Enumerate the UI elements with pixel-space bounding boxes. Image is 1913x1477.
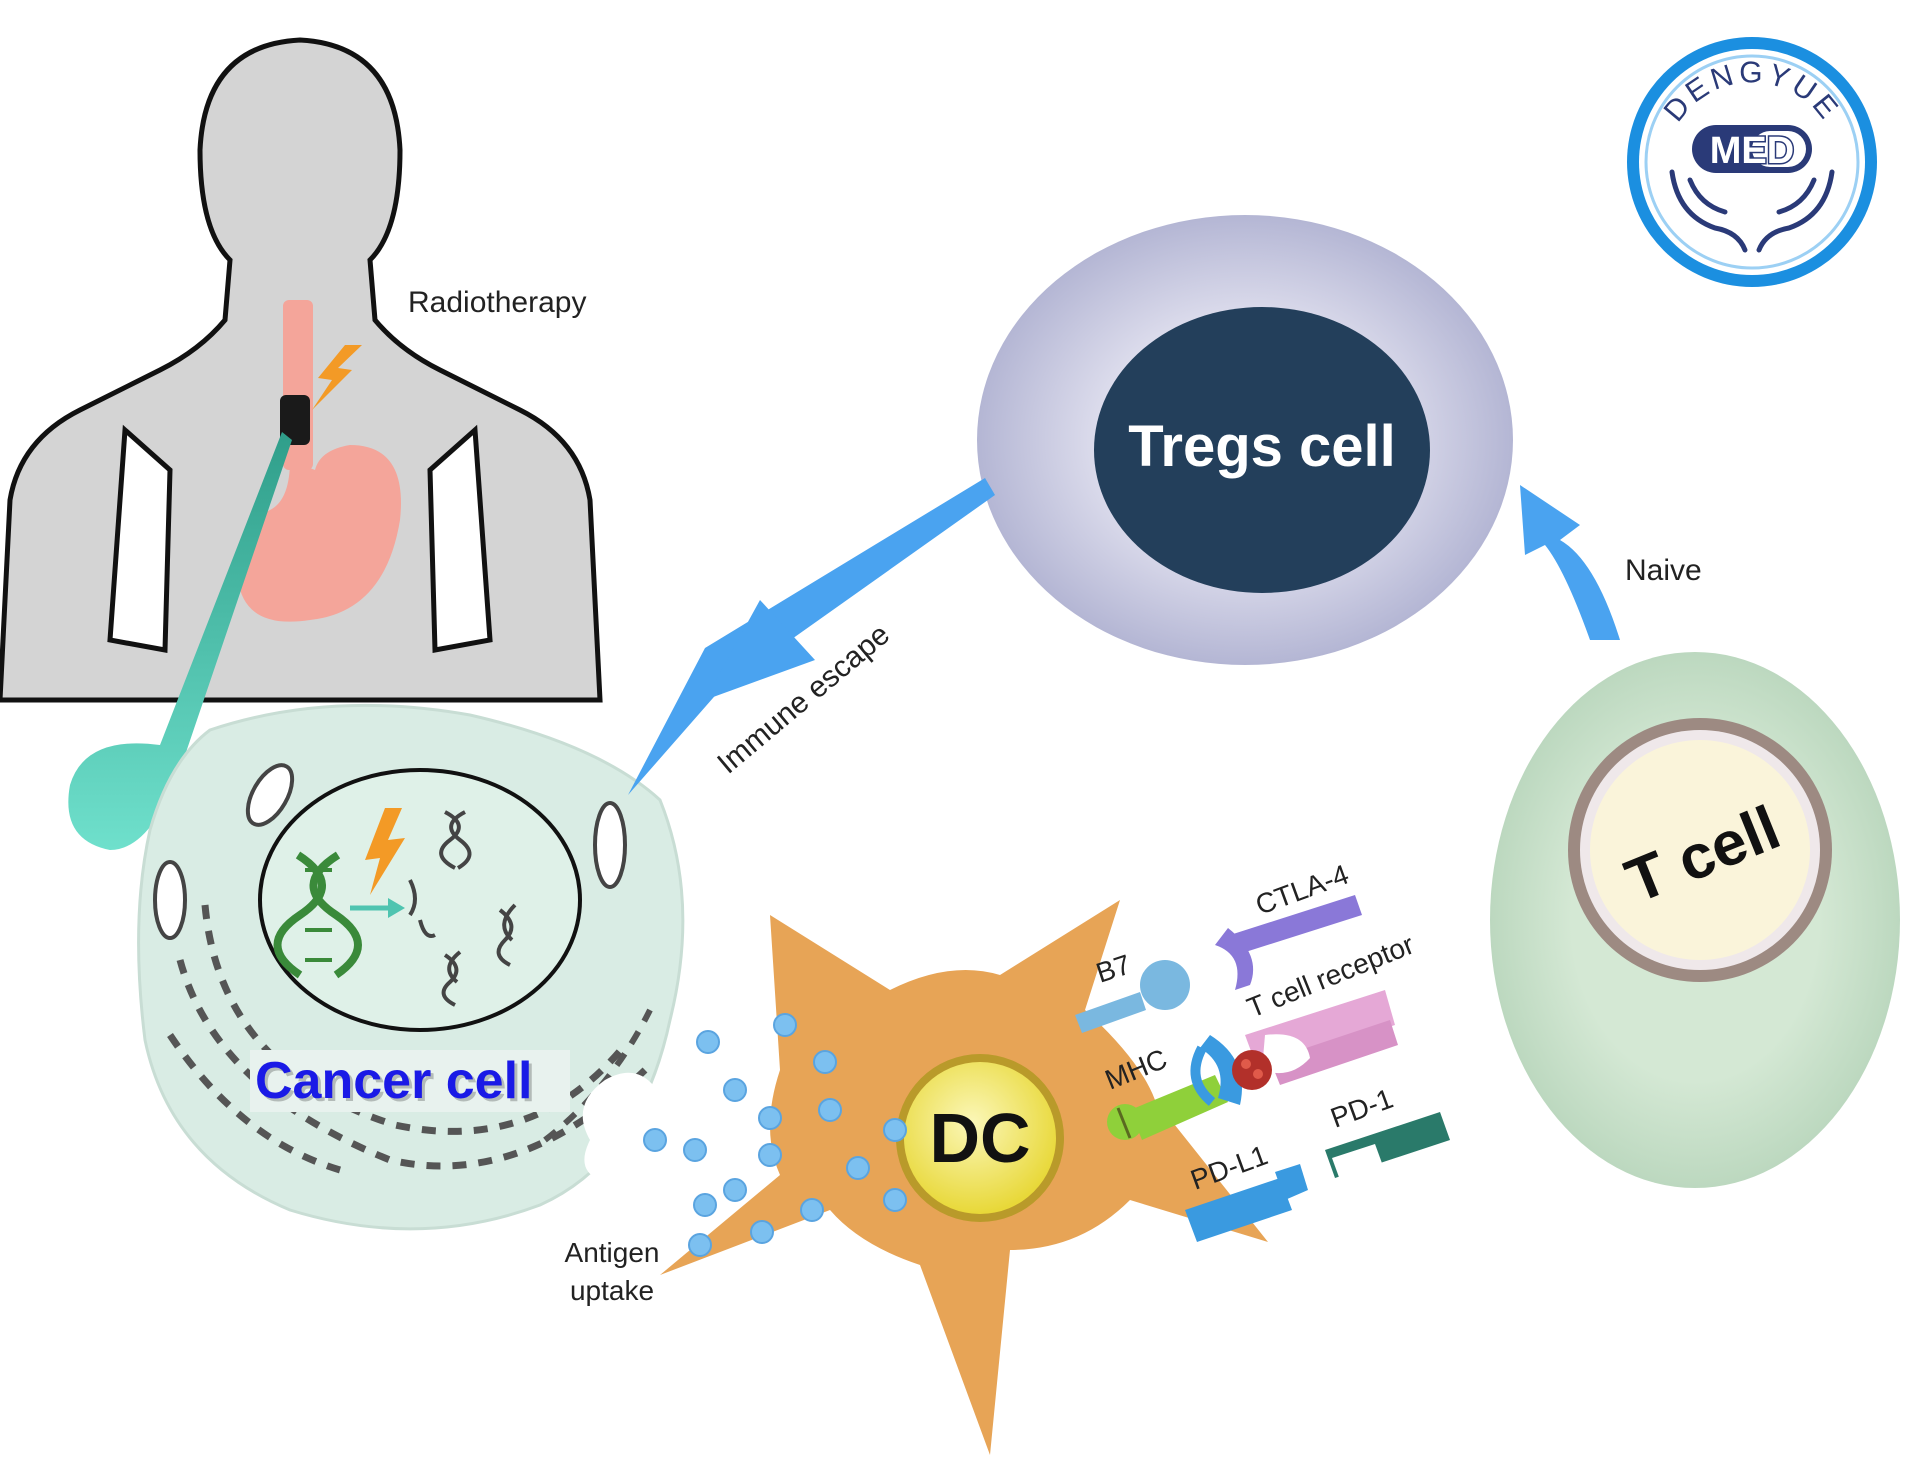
tumor-beam xyxy=(68,432,292,850)
tregs-cell-label: Tregs cell xyxy=(1128,414,1396,479)
antigen-uptake-label: uptake xyxy=(570,1275,654,1306)
dc-nucleus xyxy=(896,1054,1064,1222)
tregs-cell xyxy=(977,215,1513,665)
logo-badge-text: MED xyxy=(1710,130,1794,172)
t-cell xyxy=(1490,652,1900,1188)
cancer-cell-label: Cancer cell xyxy=(258,1055,536,1113)
lightning-icon xyxy=(312,345,362,410)
radiotherapy-label: Radiotherapy xyxy=(408,286,586,319)
naive-arrow xyxy=(1520,485,1620,640)
arrow-icon xyxy=(350,898,405,918)
antigen-uptake-label: Antigen xyxy=(565,1237,660,1268)
immune-escape-arrow xyxy=(628,478,995,795)
lightning-icon xyxy=(365,808,405,895)
b7-molecule xyxy=(1075,960,1190,1033)
ctla4-molecule xyxy=(1215,895,1362,990)
t-cell-receptor-molecule xyxy=(1245,990,1398,1085)
pd1-molecule xyxy=(1325,1112,1450,1180)
naive-label: Naive xyxy=(1625,554,1702,587)
hands-icon xyxy=(1669,169,1835,253)
broken-dna-icon xyxy=(408,810,517,1007)
pd1-label: PD-1 xyxy=(1326,1083,1397,1134)
dna-helix-icon xyxy=(273,851,362,979)
cancer-cell-label: Cancer cell xyxy=(255,1052,533,1110)
antigen-release-burst xyxy=(582,1072,680,1201)
cancer-cell-label-bg xyxy=(250,1050,570,1112)
mhc-molecule xyxy=(1107,1035,1272,1140)
pdl1-molecule xyxy=(1185,1164,1308,1242)
dc-label: DC xyxy=(929,1099,1030,1177)
stomach-organ xyxy=(237,300,401,622)
antigen-particles xyxy=(643,1013,907,1257)
dengyue-logo: DENGYUE MED xyxy=(1627,37,1877,287)
